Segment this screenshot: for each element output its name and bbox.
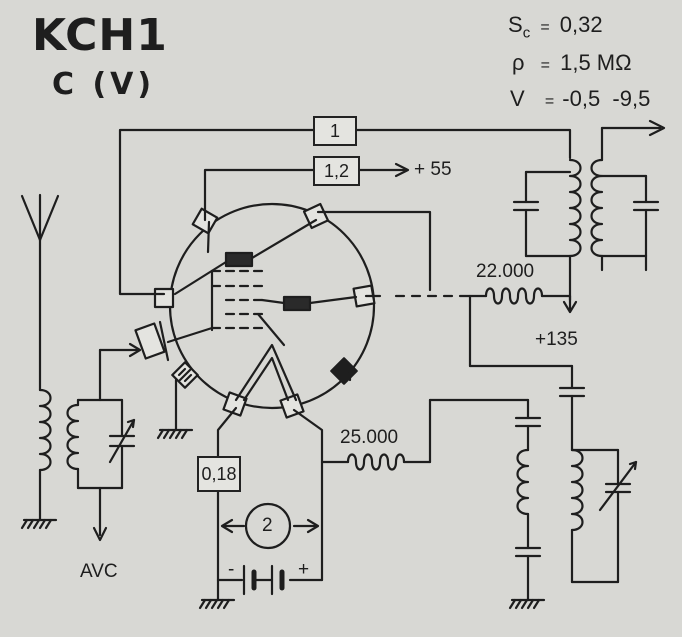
anode-wire bbox=[316, 210, 432, 292]
ground-symbol-pin bbox=[156, 378, 194, 440]
spec-bias-eq: = bbox=[544, 93, 555, 110]
if-transformer-primary bbox=[512, 158, 582, 314]
tube-variant: C (V) bbox=[52, 67, 156, 102]
spec-bias-value: -0,5 -9,5 bbox=[562, 86, 651, 111]
if-transformer-secondary bbox=[590, 119, 666, 272]
battery-symbol bbox=[242, 564, 285, 596]
anode-voltage-label: +135 bbox=[535, 329, 578, 350]
spec-bias: V = -0,5 -9,5 bbox=[510, 88, 650, 110]
spec-sc-value: 0,32 bbox=[559, 12, 603, 37]
feedback-wire bbox=[118, 128, 572, 296]
resistor-25000-label: 25.000 bbox=[340, 427, 399, 448]
resistor-22000 bbox=[370, 287, 572, 305]
spec-sc: Sc = 0,32 bbox=[508, 12, 603, 42]
box-screen: 1,2 bbox=[313, 156, 360, 186]
resistor-22000-label: 22.000 bbox=[476, 261, 535, 282]
spec-bias-symbol: V bbox=[510, 86, 525, 111]
ground-symbol-antenna bbox=[20, 518, 58, 530]
battery-plus-label: + bbox=[298, 559, 310, 580]
antenna-coil bbox=[38, 388, 52, 522]
grid-cap-pin bbox=[134, 320, 170, 362]
oscillator-coils bbox=[514, 448, 638, 602]
ground-symbol-oscillator bbox=[508, 598, 546, 610]
box-anode-feedback: 1 bbox=[313, 116, 357, 146]
screen-voltage-label: + 55 bbox=[414, 159, 452, 180]
filament-wiring bbox=[216, 406, 324, 602]
input-tuned-circuit bbox=[66, 342, 142, 542]
screen-wire bbox=[203, 162, 410, 222]
spec-sc-eq: = bbox=[540, 19, 550, 36]
tube-electrodes bbox=[166, 218, 358, 402]
current-measure-arrow bbox=[220, 502, 320, 550]
battery-minus-label: - bbox=[228, 559, 235, 580]
oscillator-wiring bbox=[428, 294, 586, 452]
ground-symbol-filament bbox=[198, 598, 236, 610]
box-filament: 0,18 bbox=[197, 456, 241, 492]
spec-rho: ρ = 1,5 MΩ bbox=[512, 52, 632, 74]
spec-sc-sub: c bbox=[522, 24, 531, 42]
spec-sc-symbol: S bbox=[508, 12, 523, 37]
tube-title: KCH1 bbox=[32, 10, 168, 61]
spec-rho-eq: = bbox=[540, 57, 550, 74]
avc-label: AVC bbox=[80, 561, 118, 582]
spec-rho-symbol: ρ bbox=[512, 50, 525, 75]
spec-rho-value: 1,5 MΩ bbox=[560, 50, 632, 75]
diamond-pin-hatched bbox=[171, 361, 199, 389]
resistor-25000 bbox=[320, 294, 432, 471]
antenna-symbol bbox=[20, 193, 60, 392]
battery-number-label: 2 bbox=[262, 515, 273, 536]
